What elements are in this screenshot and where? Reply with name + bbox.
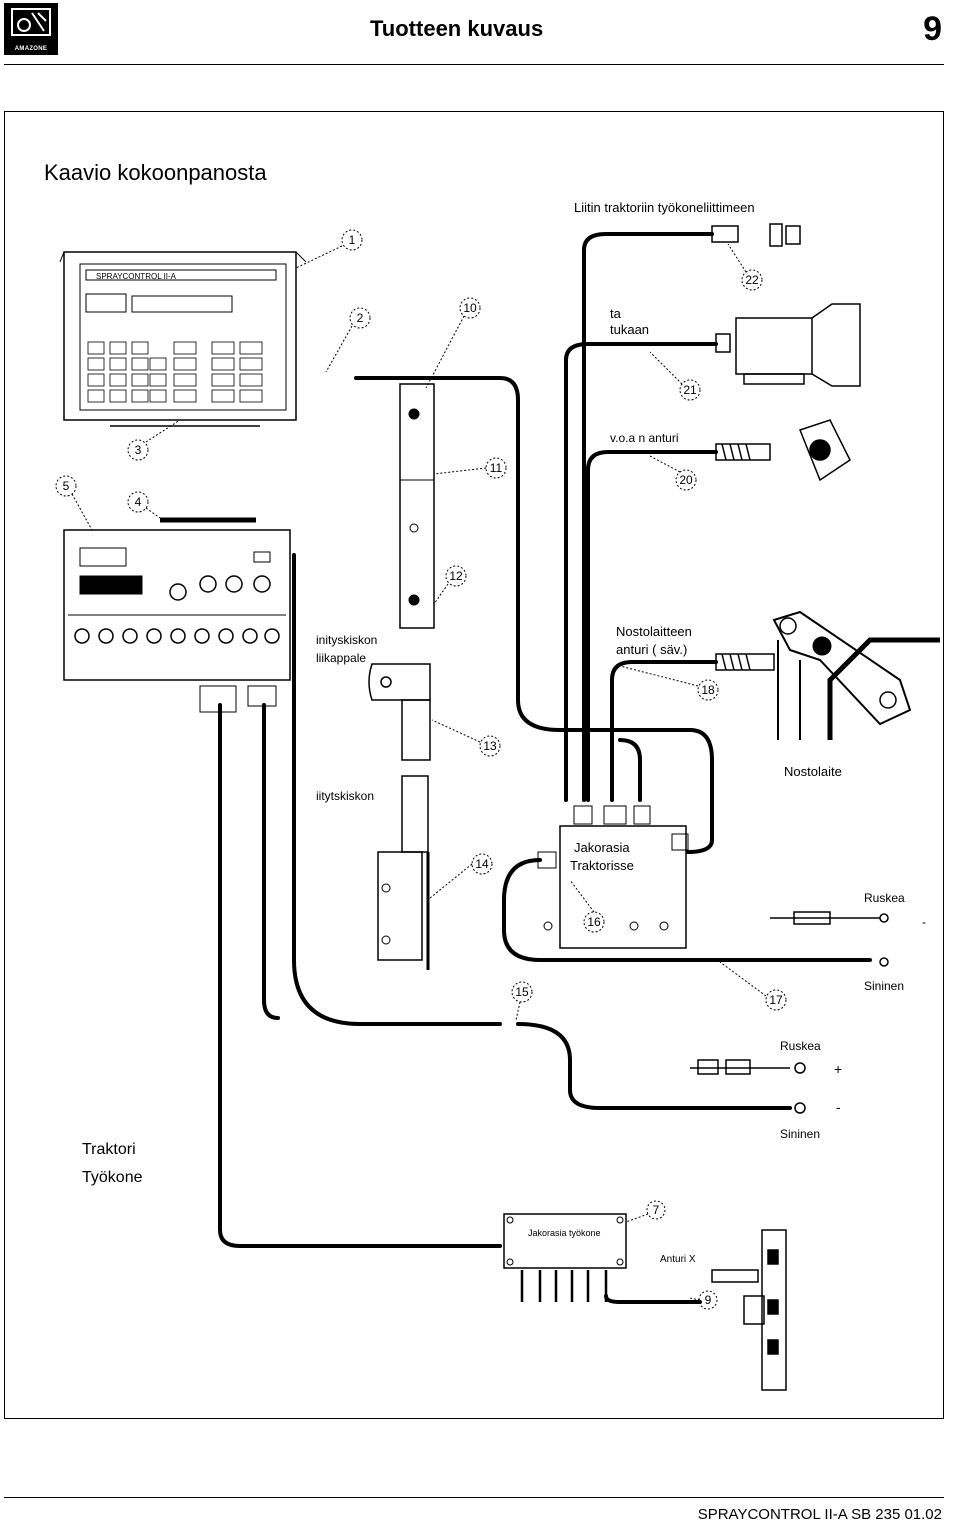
implement-label: Työkone — [82, 1169, 143, 1186]
footer-text: SPRAYCONTROL II-A SB 235 01.02 — [697, 1506, 942, 1523]
tractor-label: Traktori — [82, 1141, 136, 1158]
callout-number: 5 — [63, 479, 70, 493]
shaft-sensor-icon — [711, 1229, 787, 1391]
control-terminal — [59, 251, 307, 427]
callout-number: 14 — [475, 857, 489, 871]
distribution-box — [503, 1213, 627, 1302]
connector-tractor-label: Liitin traktoriin työkoneliittimeen — [574, 200, 755, 215]
callout-number: 16 — [587, 915, 601, 929]
callout-number: 11 — [490, 461, 503, 475]
callout-numbers: 1 2 3 4 5 7 9 10 11 12 13 14 15 16 17 18… — [63, 233, 783, 1307]
lift-sensor-label-1: Nostolaitteen — [616, 624, 692, 639]
sensor-x-label: Anturi X — [660, 1254, 696, 1265]
junction-box — [537, 805, 689, 949]
rail-part-label-2: liikappale — [316, 651, 366, 665]
lift-arm-icon — [772, 610, 940, 740]
distribution-box-label: Jakorasia työkone — [528, 1228, 601, 1238]
wire-terminals — [690, 911, 889, 1114]
ta-label: ta — [610, 306, 622, 321]
junction-label-2: Traktorisse — [570, 858, 634, 873]
callout-number: 4 — [135, 495, 142, 509]
logo-text: AMAZONE — [14, 46, 48, 52]
plus-label-2: + — [834, 1061, 842, 1077]
connector-plug-icon — [711, 223, 801, 247]
diagram-title: Kaavio kokoonpanosta — [44, 160, 267, 185]
minus-label: - — [836, 1099, 841, 1115]
brown-wire-label-1: Ruskea — [864, 891, 905, 905]
callout-number: 3 — [135, 443, 142, 457]
blue-wire-label-2: Sininen — [780, 1127, 820, 1141]
wheel-sensor-label: v.o.a n anturi — [610, 431, 678, 445]
amazone-logo: AMAZONE — [4, 3, 58, 55]
callout-number: 15 — [515, 985, 529, 999]
tukaan-label: tukaan — [610, 322, 649, 337]
callout-number: 22 — [745, 273, 759, 287]
panel-label: SPRAYCONTROL II-A — [96, 272, 177, 281]
page-number: 9 — [923, 10, 942, 48]
header-divider — [4, 64, 944, 65]
callout-number: 21 — [683, 383, 697, 397]
callout-number: 12 — [449, 569, 463, 583]
callout-number: 9 — [705, 1293, 712, 1307]
rail-label: iitytskiskon — [316, 789, 374, 803]
rail-bracket — [377, 775, 430, 970]
junction-label-1: Jakorasia — [574, 840, 630, 855]
callout-number: 20 — [679, 473, 693, 487]
cables — [218, 232, 872, 1304]
logo-emblem-icon — [11, 8, 51, 36]
rail-part — [399, 383, 435, 629]
control-box — [63, 529, 291, 713]
lift-label: Nostolaite — [784, 764, 842, 779]
callout-number: 2 — [357, 311, 364, 325]
blue-wire-label-1: Sininen — [864, 979, 904, 993]
callout-number: 7 — [653, 1203, 660, 1217]
callout-number: 18 — [701, 683, 715, 697]
wheel-sensor-icon — [715, 419, 851, 482]
callout-number: 1 — [349, 233, 356, 247]
callout-markers — [55, 229, 787, 1310]
brown-wire-label-2: Ruskea — [780, 1039, 821, 1053]
page-title: Tuotteen kuvaus — [370, 16, 544, 41]
diagram-frame — [4, 111, 944, 1419]
footer-divider — [4, 1497, 944, 1498]
plus-label-1: - — [922, 915, 926, 929]
lift-sensor-label-2: anturi ( säv.) — [616, 642, 687, 657]
callout-number: 10 — [463, 301, 477, 315]
callout-number: 13 — [483, 739, 497, 753]
rail-piece — [368, 663, 431, 761]
tractor-socket-icon — [715, 303, 861, 387]
lift-sensor-icon — [715, 653, 775, 671]
callout-number: 17 — [769, 993, 783, 1007]
rail-part-label-1: inityskiskon — [316, 633, 377, 647]
